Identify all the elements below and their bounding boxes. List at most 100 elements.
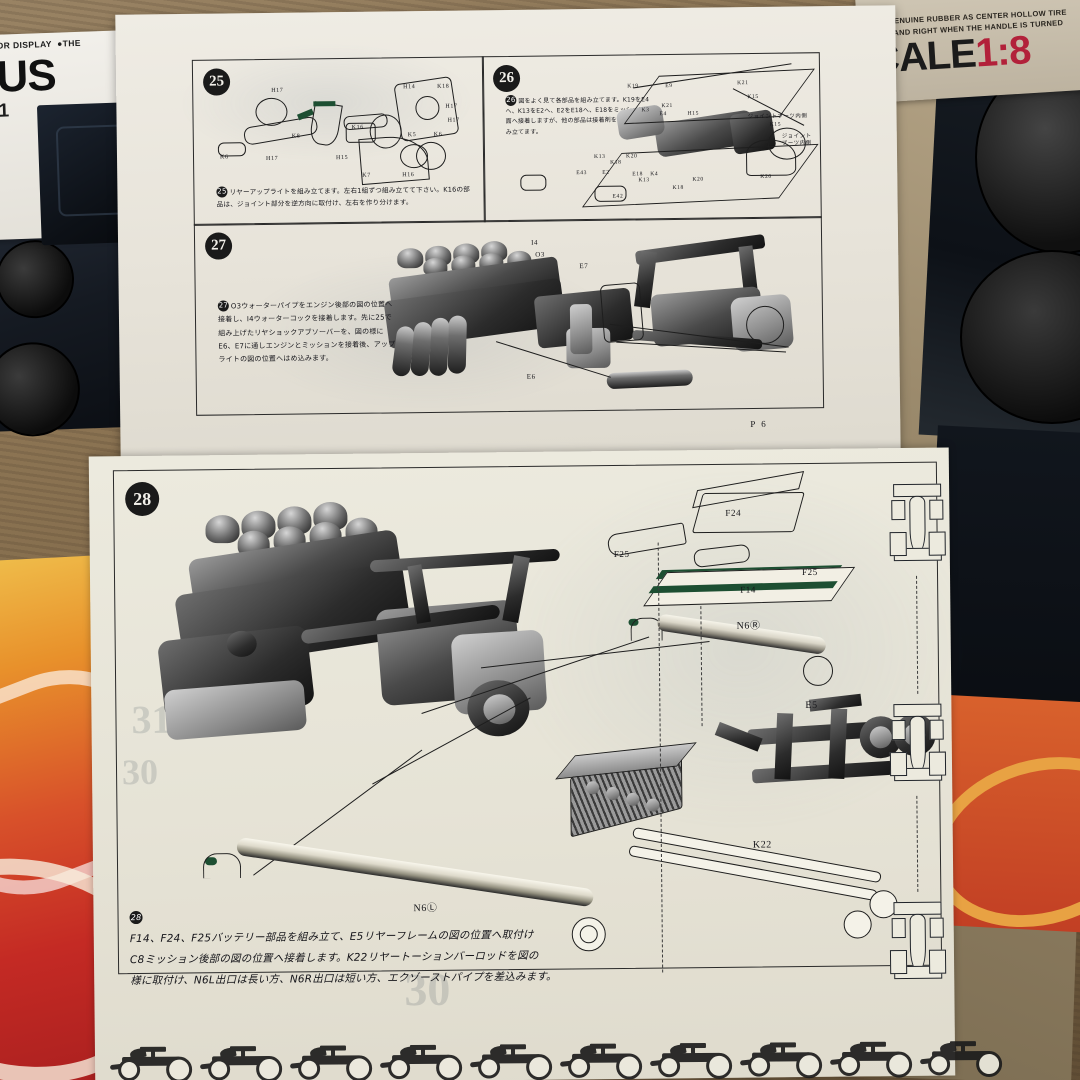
margin-car-view-2 xyxy=(889,698,947,795)
step-25-caption-text: リヤーアップライトを組み立てます。左右1組ずつ組み立てて下さい。K16の部品は、… xyxy=(216,185,471,209)
margin-car-1-tyre-rr xyxy=(928,531,946,556)
step-26-bullet-icon: 26 xyxy=(505,94,517,107)
big-trumpet-1 xyxy=(205,514,240,544)
part-label-k3: K3 xyxy=(641,107,650,114)
car-silhouette xyxy=(919,1031,1008,1078)
car-silhouette xyxy=(199,1036,288,1080)
part-label-k13-a: K13 xyxy=(594,153,606,160)
part-label-f14: F14 xyxy=(740,584,757,595)
step-25-bullet-icon: 25 xyxy=(216,186,228,198)
step25-art-arm-2 xyxy=(308,101,343,148)
c8-hole-3 xyxy=(626,792,640,806)
part-label-h16: H16 xyxy=(402,172,415,179)
step28-engine-art xyxy=(129,501,561,806)
part-label-e2: E2 xyxy=(602,169,610,176)
step25-art-bearing xyxy=(415,95,440,121)
part-label-h17-b: H17 xyxy=(266,155,279,162)
part-label-k18-b: K18 xyxy=(672,184,684,191)
step25-art-green-2 xyxy=(313,101,336,107)
margin-car-2-tyre-fr xyxy=(929,719,944,740)
part-label-h17-a: H17 xyxy=(271,87,284,94)
e5-brace-l xyxy=(714,721,763,752)
part-label-h15-b: H15 xyxy=(687,110,699,117)
step-28-caption-line1: F14、F24、F25バッテリー部品を組み立て、E5リヤーフレームの図の位置へ取… xyxy=(129,928,534,946)
margin-car-3-tyre-fl xyxy=(891,917,906,939)
n6l-pipe-bend xyxy=(202,852,242,879)
box-left-series: DEL SERIES 1 xyxy=(0,100,10,126)
part-label-k13-b: K13 xyxy=(638,177,650,184)
step27-gearbox-art xyxy=(595,234,837,390)
part-label-e42: E42 xyxy=(612,193,624,200)
part-label-e43: E43 xyxy=(576,170,588,177)
part-label-k4: K4 xyxy=(650,171,659,178)
part-label-i4: I4 xyxy=(531,238,539,247)
part-label-k18: K18 xyxy=(437,83,450,90)
margin-car-view-1 xyxy=(889,478,946,575)
step-27-caption-text: O3ウォーターパイプをエンジン後部の図の位置へ接着し、I4ウォーターコックを接着… xyxy=(217,300,396,364)
part-label-k22: K22 xyxy=(752,839,772,851)
part-label-k15-a: K15 xyxy=(747,93,759,101)
part-label-h17-d: H17 xyxy=(447,117,460,124)
margin-car-3-tyre-rl xyxy=(889,949,908,975)
shock-absorber-upper xyxy=(569,303,593,355)
part-label-k6-a: K6 xyxy=(219,154,229,161)
part-label-k7: K7 xyxy=(362,172,371,179)
c8-mission-block-art xyxy=(555,742,701,838)
part-label-k20-b: K20 xyxy=(692,176,704,183)
step-27-panel: 27 xyxy=(193,216,825,416)
part-label-e7: E7 xyxy=(579,262,589,271)
margin-car-3-tyre-rr xyxy=(928,949,947,974)
c8-hole-2 xyxy=(606,786,620,801)
step26-art-hose-a xyxy=(520,174,547,191)
gearbox-front-plate xyxy=(599,282,645,344)
margin-car-2-tyre-fl xyxy=(891,719,906,741)
e5-post-1 xyxy=(774,712,794,780)
engine-exhaust-3 xyxy=(428,317,451,377)
k22-rod-2-end xyxy=(843,910,872,939)
part-label-k21-b: K21 xyxy=(661,102,673,110)
step-28-caption-line3: 様に取付け、N6L出口は長い方、N6R出口は短い方、エクゾーストパイプを差込みま… xyxy=(130,970,557,988)
part-label-f24: F24 xyxy=(725,507,742,518)
step-28-caption-line2: C8ミッション後部の図の位置へ接着します。K22リヤートーションバーロッドを図の xyxy=(129,949,539,967)
booklet-page-top: 25 H17 K6 H17 K8 K16 H15 K7 H16 H14 xyxy=(115,5,901,467)
part-label-o3: O3 xyxy=(535,250,546,259)
engine-exhaust-4 xyxy=(447,315,467,374)
margin-car-1-body xyxy=(909,495,926,552)
step-28-bullet-icon: 28 xyxy=(129,910,143,925)
car-silhouette-strip xyxy=(109,1023,1010,1080)
box-left-bullet: THE xyxy=(62,37,82,49)
part-label-e6: E6 xyxy=(526,372,536,381)
part-label-e5: E5 xyxy=(805,699,818,712)
c8-hole-4 xyxy=(646,798,660,812)
box-right-scale-value: 1:8 xyxy=(974,28,1032,76)
car-silhouette xyxy=(289,1035,378,1080)
part-label-f25-a: F25 xyxy=(613,548,630,560)
step-25-number: 25 xyxy=(202,68,231,96)
car-silhouette xyxy=(469,1034,558,1080)
car-silhouette xyxy=(829,1032,918,1078)
e5-ring-1-hole xyxy=(869,726,892,749)
step-26-number: 26 xyxy=(492,64,521,93)
step-28-caption: 28 F14、F24、F25バッテリー部品を組み立て、E5リヤーフレームの図の位… xyxy=(129,902,690,992)
engine-trumpet-1 xyxy=(397,248,424,269)
margin-car-3-body xyxy=(909,913,927,970)
part-label-f25-b: F25 xyxy=(801,566,818,578)
margin-car-1-tyre-rl xyxy=(889,531,907,557)
step-27-bullet-icon: 27 xyxy=(217,300,229,312)
part-label-k8: K8 xyxy=(291,133,301,140)
car-silhouette xyxy=(379,1035,468,1080)
booklet-page-bottom: 31 30 30 28 xyxy=(88,447,973,1080)
part-label-h15: H15 xyxy=(335,154,349,162)
box-left-brand: S.LOTUS xyxy=(0,50,57,107)
margin-car-2-tyre-rl xyxy=(889,751,908,777)
part-label-h14: H14 xyxy=(403,84,416,91)
margin-car-2-body xyxy=(909,715,927,772)
model-photo-tyre-rear xyxy=(0,340,82,438)
car-silhouette xyxy=(109,1037,198,1080)
joint-boot-note-1: ジョイントブーツ内側 xyxy=(747,113,808,121)
step-25-panel: 25 H17 K6 H17 K8 K16 H15 K7 H16 H14 xyxy=(191,56,486,226)
part-label-k20-c: K20 xyxy=(760,173,772,180)
